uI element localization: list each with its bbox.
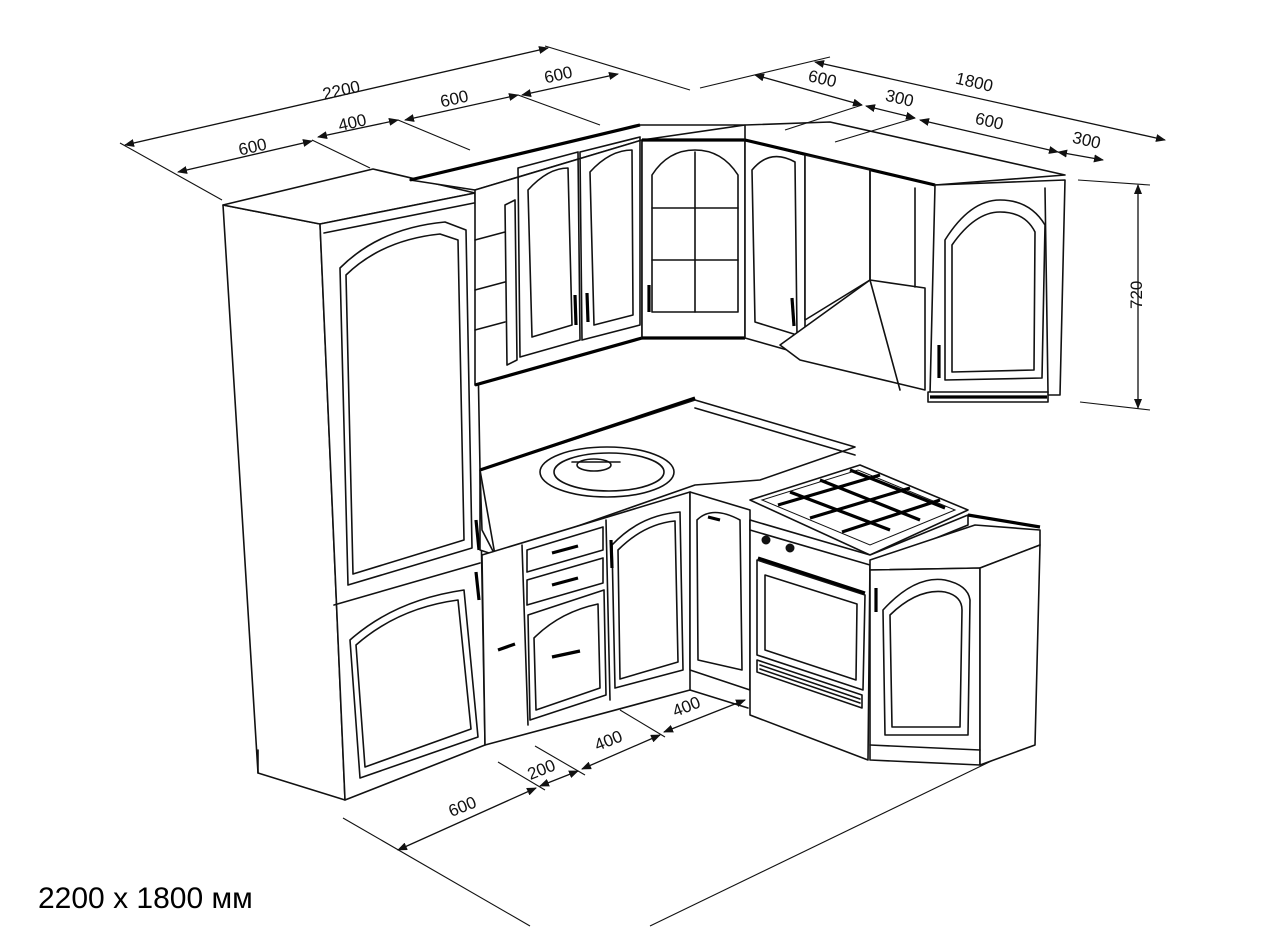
dim-upper-right-1: 600 (806, 66, 838, 91)
right-base-cabinet (869, 513, 1041, 766)
dim-lower-1: 600 (446, 793, 479, 821)
kitchen-size-caption: 2200 x 1800 мм (38, 882, 253, 915)
dim-upper-left-3: 600 (438, 86, 470, 111)
sink (539, 446, 675, 498)
tall-cabinet (222, 168, 486, 801)
dim-upper-left-1: 600 (237, 135, 269, 160)
corner-glass-cabinet (641, 138, 746, 340)
dim-upper-right-4: 300 (1071, 128, 1103, 153)
upper-cabinets-right (744, 121, 1066, 403)
lower-cabinets (481, 491, 751, 746)
dim-lower-2: 200 (525, 756, 558, 784)
dim-height-upper: 720 (1127, 281, 1146, 309)
floor-outline (342, 751, 1011, 927)
dim-total-left: 2200 (321, 77, 362, 104)
dim-upper-left-4: 600 (542, 62, 574, 87)
upper-cabinets-left (409, 123, 746, 387)
dim-upper-right-3: 600 (973, 109, 1005, 134)
dimension-lines (119, 45, 1166, 851)
dim-total-right: 1800 (954, 69, 995, 96)
dim-lower-4: 400 (670, 693, 703, 721)
dim-lower-3: 400 (592, 727, 625, 755)
stove (749, 464, 969, 761)
dim-upper-left-2: 400 (336, 110, 368, 135)
countertop (479, 396, 856, 556)
dim-upper-right-2: 300 (884, 86, 916, 111)
